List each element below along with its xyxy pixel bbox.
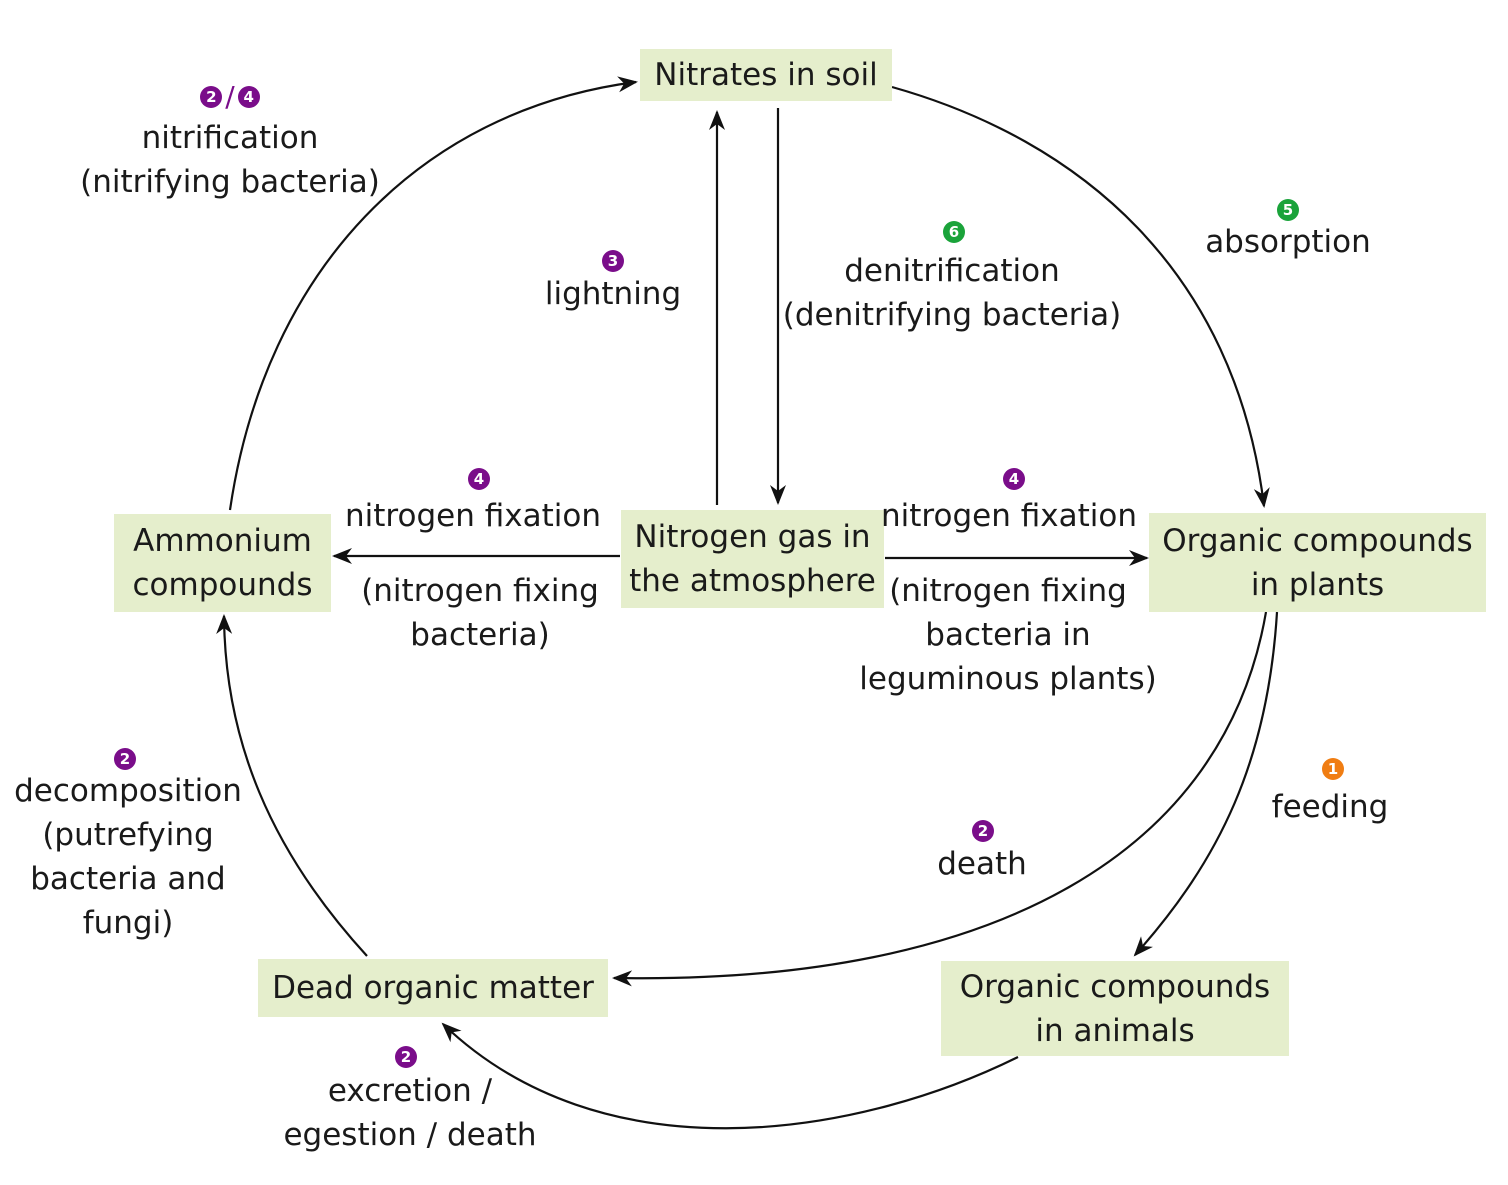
label-line: excretion /	[327, 1073, 493, 1109]
label-line: bacteria and	[30, 861, 226, 897]
label-line: nitrogen fixation	[881, 498, 1137, 534]
fixation-left-badge: 4	[429, 464, 529, 492]
badge-separator: /	[225, 79, 235, 113]
node-label-line: Organic compounds	[959, 968, 1271, 1005]
label-fixation-right: nitrogen fixation	[878, 494, 1140, 538]
arrow-feeding	[1133, 611, 1279, 957]
node-label: Nitrates in soil	[654, 57, 878, 93]
label-fixation-left: nitrogen fixation	[338, 494, 608, 538]
fixation-right-badge: 4	[964, 464, 1064, 492]
step-badge: 4	[468, 467, 490, 490]
step-badge: 2	[972, 819, 994, 842]
label-line: (putrefying	[42, 817, 214, 853]
label-lightning: lightning	[533, 272, 693, 316]
label-line: nitrification	[141, 120, 319, 156]
label-fixation-right-bacteria: (nitrogen fixing bacteria in leguminous …	[858, 569, 1158, 701]
lightning-badge: 3	[563, 246, 663, 274]
label-line: bacteria in	[925, 617, 1091, 653]
label-line: nitrogen fixation	[345, 498, 601, 534]
label-line: (denitrifying bacteria)	[782, 297, 1122, 333]
label-line: absorption	[1205, 224, 1371, 260]
excretion-badge: 2	[356, 1042, 456, 1070]
label-denitrification: denitrification (denitrifying bacteria)	[782, 249, 1122, 337]
death-badge: 2	[933, 816, 1033, 844]
node-organic-compounds-animals: Organic compounds in animals	[941, 961, 1289, 1056]
node-label-line: Organic compounds	[1162, 522, 1473, 559]
node-label-line: Ammonium	[133, 523, 312, 559]
denitrification-badge: 6	[904, 217, 1004, 245]
label-line: decomposition	[14, 773, 242, 809]
step-badge: 2	[395, 1045, 417, 1068]
label-death: death	[912, 842, 1052, 886]
label-line: feeding	[1271, 789, 1389, 825]
node-nitrogen-gas: Nitrogen gas in the atmosphere	[621, 510, 884, 608]
label-nitrification: nitrification (nitrifying bacteria)	[70, 116, 390, 204]
node-label-line: in plants	[1250, 566, 1385, 603]
node-dead-organic-matter: Dead organic matter	[258, 959, 608, 1017]
arrow-nitrification	[228, 76, 638, 511]
feeding-badge: 1	[1283, 754, 1383, 782]
label-line: (nitrogen fixing	[889, 573, 1127, 609]
decomposition-badge: 2	[75, 744, 175, 772]
arrow-excretion	[441, 1022, 1019, 1130]
step-badge: 1	[1322, 757, 1344, 780]
label-line: lightning	[544, 276, 682, 312]
step-badge: 6	[943, 220, 965, 243]
arrow-decomposition	[216, 614, 368, 957]
node-organic-compounds-plants: Organic compounds in plants	[1149, 513, 1486, 612]
arrow-death	[612, 611, 1268, 987]
label-line: denitrification	[844, 253, 1060, 289]
node-ammonium-compounds: Ammonium compounds	[114, 514, 331, 612]
label-excretion: excretion / egestion / death	[270, 1069, 550, 1157]
absorption-badge: 5	[1238, 195, 1338, 223]
step-badge: 2	[200, 85, 223, 108]
label-absorption: absorption	[1198, 220, 1378, 264]
label-fixation-left-bacteria: (nitrogen fixing bacteria)	[340, 569, 620, 657]
step-badge: 4	[237, 85, 260, 108]
nitrification-badges: 2/4	[180, 82, 280, 111]
label-feeding: feeding	[1258, 785, 1402, 829]
label-line: fungi)	[82, 905, 174, 941]
step-badge: 5	[1277, 198, 1299, 221]
arrow-absorption	[891, 85, 1270, 508]
label-line: leguminous plants)	[859, 661, 1157, 697]
step-badge: 4	[1003, 467, 1025, 490]
step-badge: 3	[602, 249, 624, 272]
label-line: (nitrifying bacteria)	[80, 164, 380, 200]
label-line: egestion / death	[283, 1117, 537, 1153]
label-line: bacteria)	[410, 617, 550, 653]
node-label: Dead organic matter	[272, 970, 594, 1006]
node-label-line: compounds	[132, 567, 313, 603]
node-label-line: the atmosphere	[629, 563, 876, 599]
node-label-line: in animals	[1035, 1012, 1195, 1049]
node-label-line: Nitrogen gas in	[634, 519, 871, 555]
node-nitrates-in-soil: Nitrates in soil	[640, 49, 892, 101]
label-decomposition: decomposition (putrefying bacteria and f…	[10, 769, 246, 945]
label-line: (nitrogen fixing	[361, 573, 599, 609]
label-line: death	[937, 846, 1027, 882]
step-badge: 2	[114, 747, 136, 770]
